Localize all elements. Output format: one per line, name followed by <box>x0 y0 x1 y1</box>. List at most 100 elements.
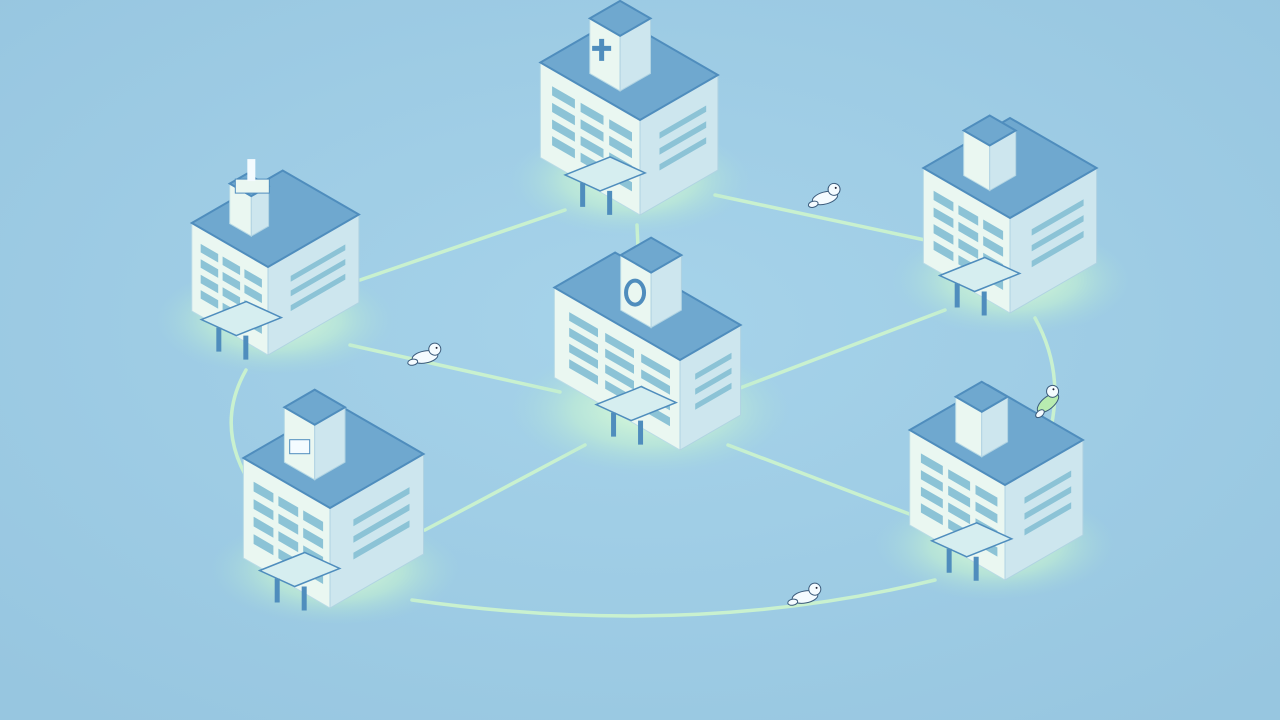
hospital-bottom-right-window <box>920 486 943 509</box>
hospital-bottom-left-window <box>253 481 274 503</box>
hospital-top-center-pillar <box>607 190 613 215</box>
seal-courier-tail <box>787 598 799 606</box>
hospital-top-left-window <box>244 269 262 288</box>
hospital-top-center-pillar <box>580 182 586 207</box>
hospital-top-center-window <box>552 136 575 159</box>
hospital-top-right-side-window <box>1031 199 1084 236</box>
seal-courier-green-head <box>1046 384 1060 398</box>
hospital-bottom-left-entrance-canopy <box>257 551 342 588</box>
hospital-bottom-right-window <box>975 485 998 507</box>
hospital-top-left-window <box>200 243 219 263</box>
hospital-center-hub-side-window <box>695 382 732 410</box>
hospital-bottom-left-window <box>278 531 299 553</box>
network-link <box>423 443 587 532</box>
hospital-top-right-window <box>958 221 979 243</box>
hospital-top-right-window <box>933 190 954 212</box>
ring-icon <box>624 278 647 307</box>
hospital-center-hub-window <box>605 348 634 374</box>
hospital-top-center-side-window <box>659 105 707 139</box>
hospital-center-hub-window <box>605 364 634 390</box>
hospital-center-hub-side-window <box>695 352 732 380</box>
hospital-top-left-side-window <box>290 259 346 297</box>
hospital-top-left-pillar <box>216 327 222 352</box>
hospital-center-hub-window <box>569 359 598 385</box>
network-link <box>358 208 567 282</box>
sign-icon <box>289 439 311 455</box>
network-link <box>726 443 914 517</box>
hospital-top-left-antenna <box>247 159 256 182</box>
hospital-top-right-window <box>933 240 954 262</box>
hospital-top-center-entrance-canopy <box>563 156 648 192</box>
hospital-bottom-right-side-window <box>1024 486 1072 520</box>
hospital-bottom-right-window <box>948 502 971 525</box>
hospital-center-hub-window <box>605 332 634 359</box>
hospital-bottom-left-window <box>278 496 299 518</box>
seal-courier-green-tail <box>1035 409 1045 419</box>
hospital-top-left-window <box>200 290 219 309</box>
hospital-top-left-roof <box>189 169 361 269</box>
seal-courier-head <box>428 342 442 356</box>
hospital-top-right-window <box>983 236 1004 257</box>
hospital-bottom-right-side-window <box>1024 502 1072 536</box>
hospital-bottom-right <box>907 380 1085 581</box>
hospital-top-left-window <box>200 274 219 294</box>
hospital-bottom-left-side-window <box>353 520 410 560</box>
hospital-top-center-upper-block-roof <box>587 0 653 38</box>
hospital-center-hub-window <box>641 369 670 395</box>
seal-courier-icon <box>407 342 442 366</box>
hospital-center-hub-pillar <box>611 412 617 437</box>
seal-courier-head <box>808 582 822 596</box>
hospital-top-right-window <box>933 224 954 245</box>
hospital-top-center-window <box>580 102 604 125</box>
hospital-top-left-side-window <box>290 273 346 312</box>
hospital-bottom-right-window <box>920 503 943 526</box>
hospital-center-hub-entrance-canopy <box>594 385 679 422</box>
hospital-bottom-right-window <box>975 501 998 524</box>
hospital-top-right-pillar <box>954 283 960 308</box>
seal-courier-tail <box>407 358 419 366</box>
hospital-bottom-left-window <box>303 510 324 532</box>
hospital-bottom-right-pillar <box>973 556 979 581</box>
seal-courier-head <box>827 182 841 196</box>
hospital-center-hub-upper-block-roof <box>618 236 684 274</box>
hospital-bottom-right-window <box>948 469 971 491</box>
hospital-center-hub-window <box>569 343 598 369</box>
hospital-top-right-upper-block-roof <box>961 114 1018 147</box>
hospital-top-left-window <box>244 284 262 304</box>
seal-courier-tail <box>807 200 819 208</box>
couriers <box>407 182 1060 606</box>
hospital-top-center-window <box>552 86 575 109</box>
hospital-bottom-left-window <box>253 534 274 556</box>
hospital-top-left-pillar <box>243 335 249 360</box>
hospital-bottom-right-window <box>948 485 971 508</box>
hospital-top-right-window <box>933 207 954 229</box>
hospital-top-center-side-window <box>659 137 707 171</box>
cross-icon <box>592 45 612 51</box>
hospital-top-left-window <box>222 256 241 276</box>
hospital-center-hub-pillar <box>638 420 644 445</box>
hospital-top-left <box>189 159 361 360</box>
hospital-bottom-right-pillar <box>946 548 952 573</box>
hospital-bottom-left-window <box>253 499 274 521</box>
hospital-bottom-right-entrance-canopy <box>929 521 1014 558</box>
hospital-top-right-entrance-canopy <box>937 256 1022 293</box>
seal-courier-green-eye <box>1052 388 1055 391</box>
hospital-top-right-pillar <box>981 291 987 316</box>
hospital-top-center-window <box>552 102 575 126</box>
hospital-bottom-left-window <box>278 513 299 535</box>
seal-courier-eye <box>815 586 818 589</box>
hospital-center-hub <box>552 236 743 451</box>
hospital-top-right-side-window <box>1031 215 1084 252</box>
hospital-center-hub-side-window <box>695 367 732 395</box>
network-link <box>713 193 927 242</box>
hospital-center-hub-window <box>569 312 598 338</box>
hospital-bottom-right-window <box>920 453 943 476</box>
hospital-top-left-tower-top <box>234 178 270 194</box>
seal-courier-icon <box>807 182 841 208</box>
hospital-bottom-right-window <box>920 470 943 492</box>
hospital-top-right-window <box>983 219 1004 241</box>
network-links <box>229 193 1057 618</box>
hospital-top-right <box>921 114 1099 316</box>
network-link <box>410 578 937 618</box>
